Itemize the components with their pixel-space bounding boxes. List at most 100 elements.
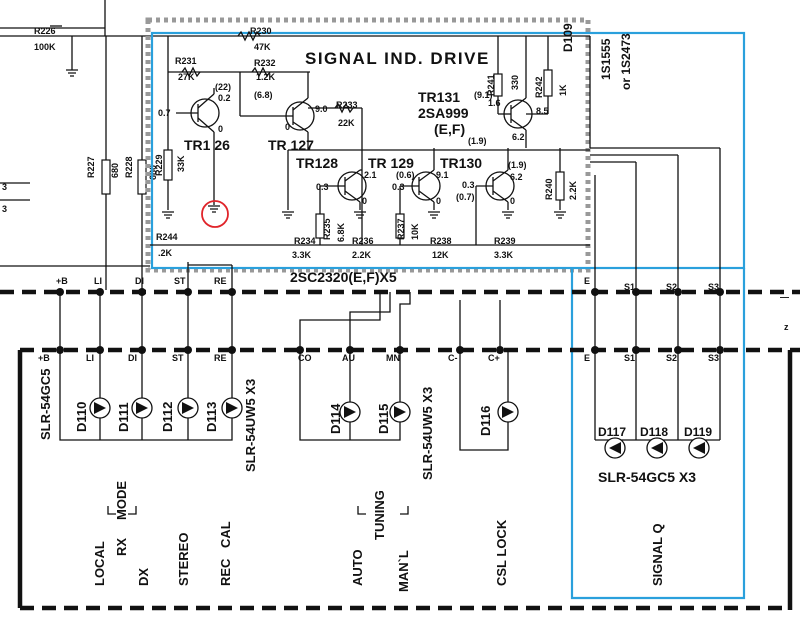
tr128-v21: 2.1 (364, 170, 377, 180)
r230-value: 47K (254, 42, 271, 52)
r229-label: R229 (154, 154, 164, 176)
led-d118-label: D118 (640, 425, 668, 439)
highlight-box-signal-q (570, 268, 746, 600)
tr126-v0: 0 (218, 124, 223, 134)
label-rx: RX (114, 538, 129, 556)
tr127-label: TR 127 (268, 137, 314, 153)
tr129-v0: 0 (436, 196, 441, 206)
tr130-v19: (1.9) (508, 160, 527, 170)
r239-value: 3.3K (494, 250, 514, 260)
r238-label: R238 (430, 236, 452, 246)
label-csl-lock: CSL LOCK (494, 519, 509, 586)
label-local: LOCAL (92, 541, 107, 586)
tr129-label: TR 129 (368, 155, 414, 171)
block-title: SIGNAL IND. DRIVE (305, 49, 490, 68)
led-d113 (221, 397, 243, 419)
lower-bus-label-di: DI (128, 353, 137, 363)
tr130-label: TR130 (440, 155, 482, 171)
r234-value: 3.3K (292, 250, 312, 260)
led-d111 (131, 397, 153, 419)
r229-value: 33K (176, 155, 186, 172)
r231-label: R231 (175, 56, 197, 66)
tr130-v0: 0 (510, 196, 515, 206)
r226-label: R226 (34, 26, 56, 36)
bus-risers (59, 292, 721, 350)
tr130-v62: 6.2 (510, 172, 523, 182)
led-d110-label: D110 (74, 402, 89, 432)
cut-label-a: 3 (2, 182, 7, 192)
tr131-label: TR131 (418, 89, 460, 105)
r227-label: R227 (86, 156, 96, 178)
upper-bus-label-li: LI (94, 276, 102, 286)
led-group-3: D117 D118 D119 SLR-54GC5 X3 (594, 350, 721, 485)
led-group-1: D110 D111 D112 D113 SLR-54GC5 SLR-54UW5 … (38, 350, 258, 472)
upper-bus-label-e: E (584, 276, 590, 286)
label-signal-q: SIGNAL Q (650, 523, 665, 586)
label-auto: AUTO (350, 549, 365, 586)
d109-label: D109 (561, 23, 575, 52)
label-tuning: TUNING (372, 490, 387, 540)
led-group2-part: SLR-54UW5 X3 (420, 387, 435, 480)
r234-label: R234 (294, 236, 316, 246)
function-labels: LOCAL RX MODE DX STEREO REC CAL AUTO TUN… (92, 481, 665, 592)
lower-bus: +B LI DI ST RE CO AU MN C- C+ E S1 S2 S3 (17, 346, 800, 611)
r241-value: 1.6 (488, 98, 501, 108)
r228-label: R228 (124, 156, 134, 178)
tr126-label: TR1 26 (184, 137, 230, 153)
upper-bus-label-b: +B (56, 276, 68, 286)
tr131-grade: (E,F) (434, 121, 465, 137)
tr131-voltage: (9.1) (474, 90, 493, 100)
led-d117 (604, 437, 626, 459)
tr131-v62: 6.2 (512, 132, 525, 142)
r244-label: R244 (156, 232, 178, 242)
r240-value: 2.2K (568, 180, 578, 200)
tr130-v07: (0.7) (456, 192, 475, 202)
lower-bus-label-mn: MN (386, 353, 400, 363)
label-mode: MODE (114, 481, 129, 520)
r236-value: 2.2K (352, 250, 372, 260)
lower-bus-label-st: ST (172, 353, 184, 363)
drive-circuit: R230 47K R231 27K (22) 0.2 0.7 0 TR1 26 … (150, 26, 721, 292)
upper-bus-label-s3: S3 (708, 282, 719, 292)
led-group-2: D114 D115 SLR-54UW5 X3 (299, 350, 435, 480)
led-d112-label: D112 (160, 402, 175, 432)
tr131-v85: 8.5 (536, 106, 549, 116)
r240-label: R240 (544, 178, 554, 200)
led-d118 (646, 437, 668, 459)
led-d119-label: D119 (684, 425, 712, 439)
r231-value: 27K (178, 72, 195, 82)
r239-label: R239 (494, 236, 516, 246)
lower-bus-label-s1: S1 (624, 353, 635, 363)
r242-label: R242 (534, 76, 544, 98)
r330-value: 330 (510, 75, 520, 90)
led-d116 (497, 401, 519, 423)
r238-value: 12K (432, 250, 449, 260)
tr128-v0: 0 (362, 196, 367, 206)
led-d116-label: D116 (478, 406, 493, 436)
label-stereo: STEREO (176, 533, 191, 586)
led-d115 (389, 401, 411, 423)
top-left-region: R226 100K 3 3 (0, 0, 160, 267)
highlight-box-drive (150, 31, 746, 270)
upper-bus-label-di: DI (135, 276, 144, 286)
r235-value: 6.8K (336, 222, 346, 242)
led-d119 (688, 437, 710, 459)
tr129-v91: 9.1 (436, 170, 449, 180)
label-manl: MAN`L (396, 550, 411, 592)
cut-label-b: 3 (2, 204, 7, 214)
upper-bus-label-s1: S1 (624, 282, 635, 292)
lower-bus-label-li: LI (86, 353, 94, 363)
tr127-v0: 0 (285, 122, 290, 132)
tr131-type: 2SA999 (418, 105, 469, 121)
edge-mark-a: — (780, 292, 789, 302)
lower-bus-label-s2: S2 (666, 353, 677, 363)
led-d111-label: D111 (116, 402, 131, 432)
lower-bus-label-b: +B (38, 353, 50, 363)
r232-label: R232 (254, 58, 276, 68)
upper-bus: +B LI DI ST RE E S1 S2 S3 (0, 276, 800, 296)
signal-ind-drive-box (145, 17, 591, 273)
tr126-v22: (22) (215, 82, 231, 92)
r236-label: R236 (352, 236, 374, 246)
r242-value: 1K (558, 84, 568, 96)
